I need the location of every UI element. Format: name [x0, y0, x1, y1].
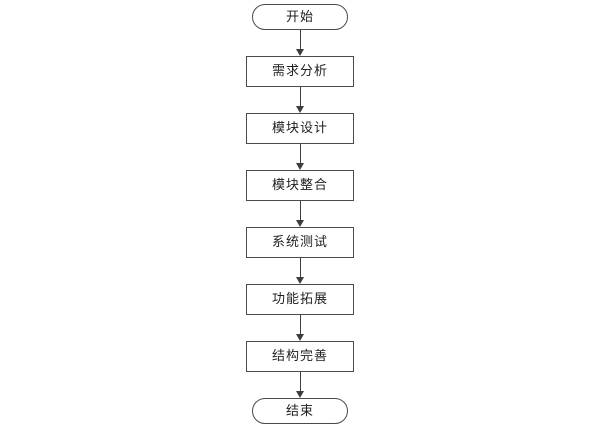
arrow-shaft — [299, 144, 301, 163]
node-label-end: 结束 — [285, 403, 314, 419]
arrow-head-icon — [296, 106, 304, 113]
flow-arrow-5 — [296, 258, 305, 284]
flow-arrow-4 — [296, 201, 305, 227]
node-label-module-integration: 模块整合 — [271, 178, 328, 193]
flow-node-feature-expansion: 功能拓展 — [246, 284, 354, 315]
node-label-feature-expansion: 功能拓展 — [271, 292, 328, 307]
flow-arrow-7 — [296, 372, 305, 398]
node-label-module-design: 模块设计 — [271, 121, 328, 136]
flow-arrow-3 — [296, 144, 305, 170]
arrow-shaft — [299, 201, 301, 220]
arrow-head-icon — [296, 334, 304, 341]
flow-node-system-testing: 系统测试 — [246, 227, 354, 258]
node-label-start: 开始 — [285, 9, 314, 25]
flow-node-end: 结束 — [252, 398, 348, 424]
arrow-head-icon — [296, 163, 304, 170]
arrow-head-icon — [296, 49, 304, 56]
flow-node-module-integration: 模块整合 — [246, 170, 354, 201]
flow-node-requirements-analysis: 需求分析 — [246, 56, 354, 87]
node-label-structure-refinement: 结构完善 — [271, 349, 328, 364]
flow-arrow-6 — [296, 315, 305, 341]
flow-node-start: 开始 — [252, 4, 348, 30]
node-label-requirements-analysis: 需求分析 — [271, 64, 328, 79]
flow-node-module-design: 模块设计 — [246, 113, 354, 144]
flow-node-structure-refinement: 结构完善 — [246, 341, 354, 372]
arrow-head-icon — [296, 277, 304, 284]
arrow-shaft — [299, 30, 301, 49]
arrow-shaft — [299, 315, 301, 334]
arrow-shaft — [299, 258, 301, 277]
arrow-head-icon — [296, 391, 304, 398]
flow-arrow-2 — [296, 87, 305, 113]
flow-column: 开始 需求分析 模块设计 模块整合 系统测试 — [246, 4, 354, 424]
arrow-shaft — [299, 87, 301, 106]
node-label-system-testing: 系统测试 — [271, 235, 328, 250]
arrow-head-icon — [296, 220, 304, 227]
flow-arrow-1 — [296, 30, 305, 56]
arrow-shaft — [299, 372, 301, 391]
